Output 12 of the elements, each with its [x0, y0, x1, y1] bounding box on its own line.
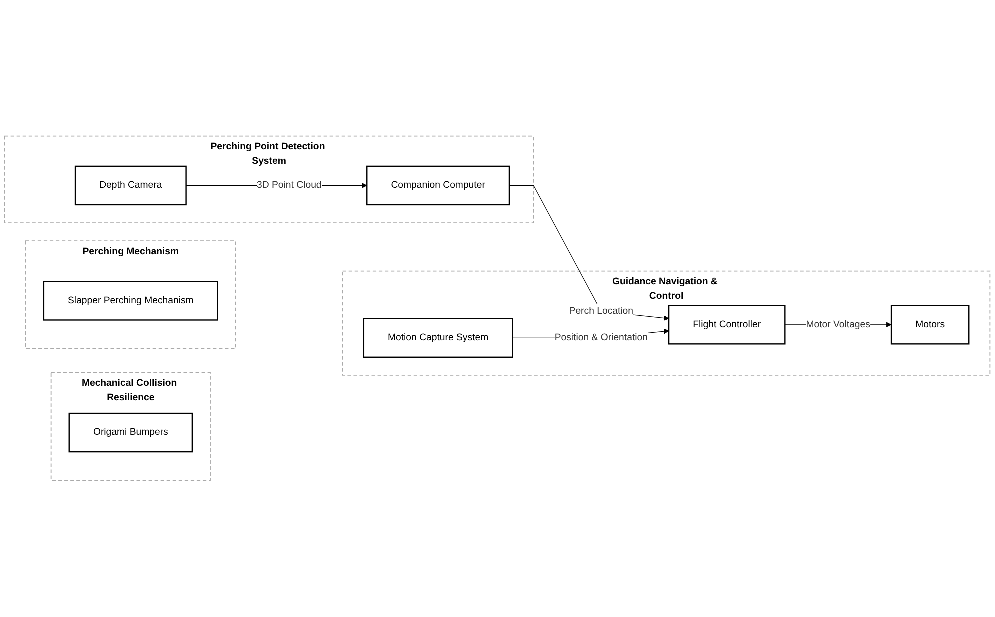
edge-label: 3D Point Cloud	[257, 180, 322, 191]
node-box: Motion Capture System	[363, 318, 514, 358]
node-box: Flight Controller	[668, 305, 786, 345]
edge-label: Position & Orientation	[554, 332, 648, 343]
edge-label: Perch Location	[569, 306, 634, 316]
node-box: Slapper Perching Mechanism	[43, 281, 218, 321]
arrow	[509, 185, 670, 321]
node-box: Depth Camera	[74, 166, 187, 206]
node-box: Companion Computer	[366, 166, 510, 206]
edge-label: Motor Voltages	[806, 319, 870, 330]
node-box: Motors	[890, 305, 970, 345]
node-box: Origami Bumpers	[68, 412, 194, 453]
